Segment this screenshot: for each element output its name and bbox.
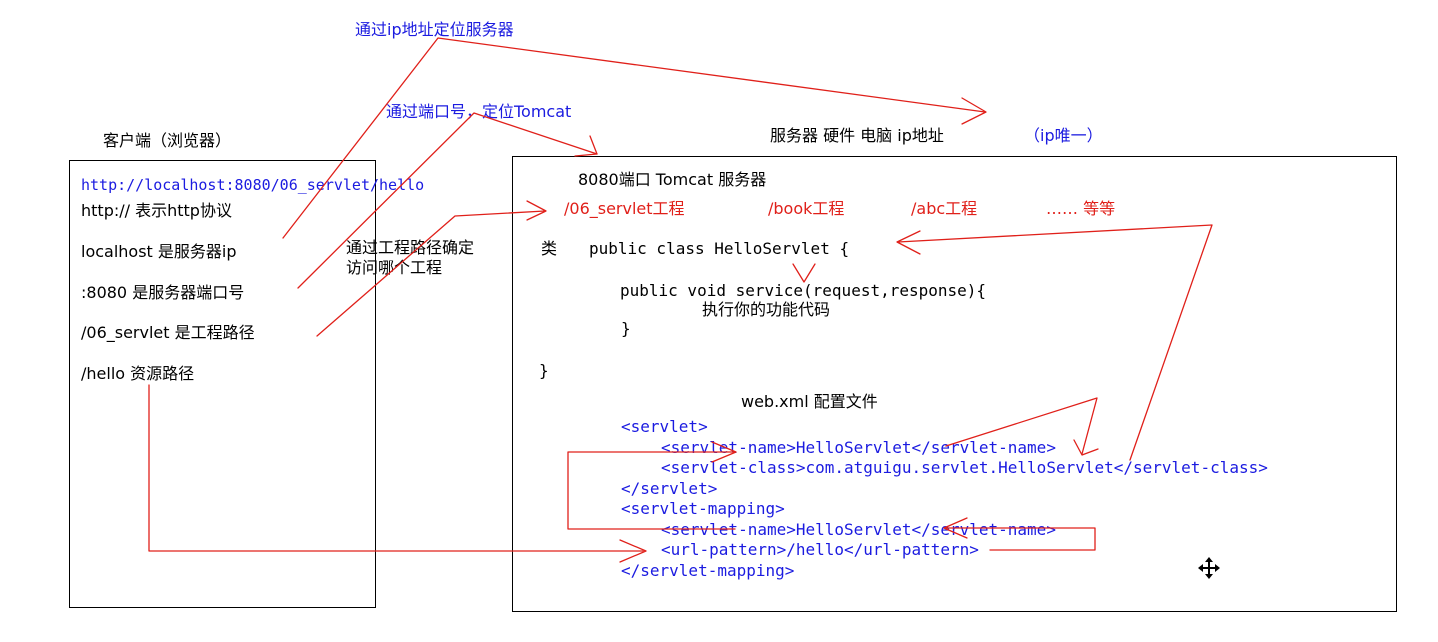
server-title: 服务器 硬件 电脑 ip地址 — [770, 126, 944, 145]
tomcat-label: 8080端口 Tomcat 服务器 — [578, 170, 767, 189]
arrowhead-ip — [961, 97, 987, 125]
xml-mapping-open: <servlet-mapping> — [621, 499, 785, 518]
client-title: 客户端（浏览器） — [103, 131, 232, 150]
class-label: 类 — [541, 239, 558, 258]
client-box — [69, 160, 376, 608]
annotation-project-path: 通过工程路径确定 访问哪个工程 — [346, 238, 475, 277]
project-abc: /abc工程 — [911, 199, 978, 218]
client-line-port: :8080 是服务器端口号 — [81, 283, 245, 302]
webxml-title: web.xml 配置文件 — [741, 392, 878, 411]
project-book: /book工程 — [768, 199, 845, 218]
client-line-host: localhost 是服务器ip — [81, 242, 237, 261]
annotation-port-locate: 通过端口号，定位Tomcat — [386, 102, 572, 121]
xml-servlet-name: <servlet-name>HelloServlet</servlet-name… — [661, 438, 1056, 457]
class-declaration: public class HelloServlet { — [589, 239, 850, 258]
client-line-protocol: http:// 表示http协议 — [81, 201, 232, 220]
arrowhead-port — [574, 135, 598, 157]
client-url: http://localhost:8080/06_servlet/hello — [81, 176, 425, 194]
project-06-servlet: /06_servlet工程 — [564, 199, 685, 218]
server-title-note: （ip唯一） — [1024, 126, 1103, 145]
annotation-ip-locate: 通过ip地址定位服务器 — [355, 20, 514, 39]
xml-mapping-close: </servlet-mapping> — [621, 561, 795, 580]
service-method: public void service(request,response){ — [620, 281, 987, 300]
client-line-resource: /hello 资源路径 — [81, 364, 195, 383]
class-close-brace: } — [539, 361, 549, 380]
xml-servlet-close: </servlet> — [621, 479, 718, 498]
project-etc: …… 等等 — [1046, 199, 1116, 218]
method-close-brace: } — [621, 319, 631, 338]
xml-servlet-open: <servlet> — [621, 417, 708, 436]
xml-mapping-servlet-name: <servlet-name>HelloServlet</servlet-name… — [661, 520, 1056, 539]
method-body: 执行你的功能代码 — [702, 300, 831, 319]
xml-url-pattern: <url-pattern>/hello</url-pattern> — [661, 540, 979, 559]
move-cursor-icon — [1198, 557, 1220, 579]
client-line-project: /06_servlet 是工程路径 — [81, 323, 255, 342]
xml-servlet-class: <servlet-class>com.atguigu.servlet.Hello… — [661, 458, 1268, 477]
